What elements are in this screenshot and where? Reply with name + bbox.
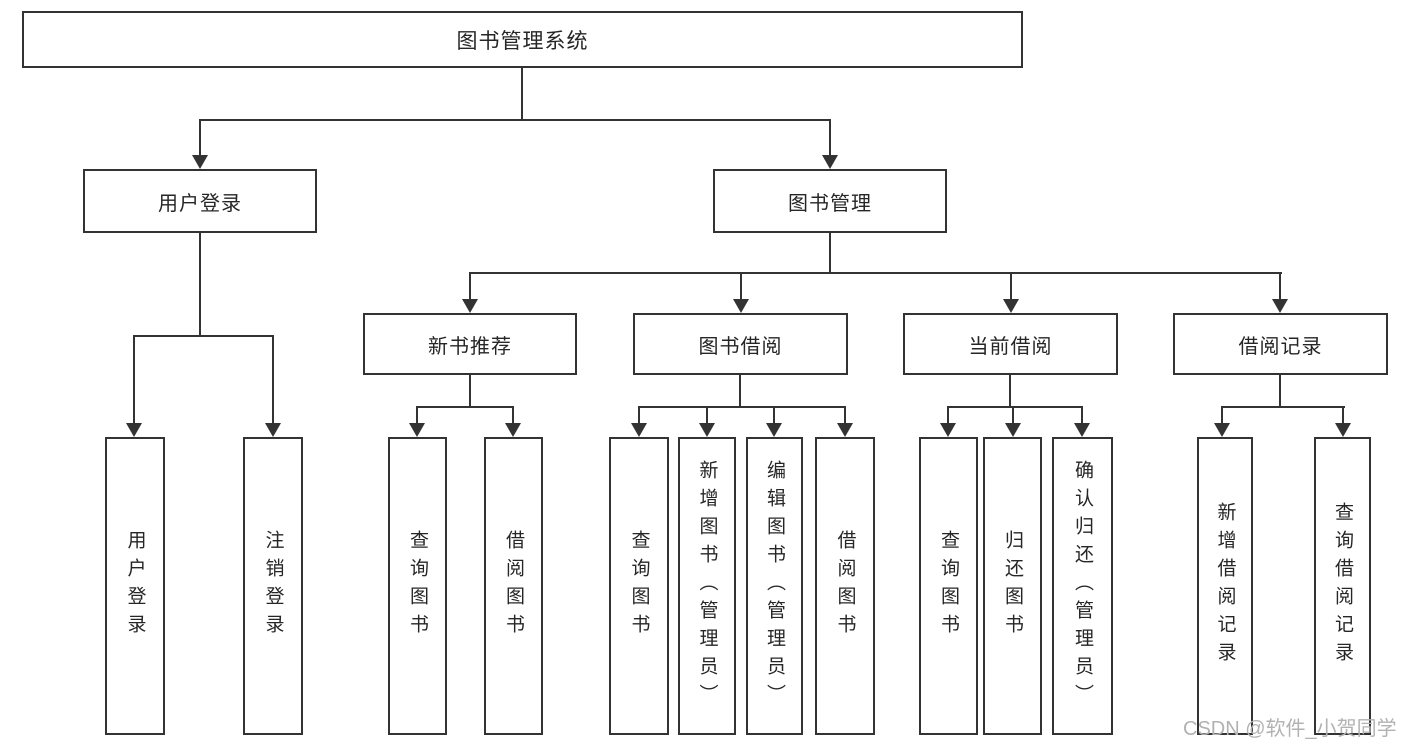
connector-line — [1342, 406, 1344, 424]
node-label: 新增图书（管理员） — [696, 460, 718, 712]
connector-line — [947, 406, 949, 424]
arrow-down-icon — [822, 155, 838, 169]
leaf-query-book-newrec: 查询图书 — [388, 437, 447, 735]
connector-line — [1221, 406, 1223, 424]
connector-line — [512, 406, 514, 424]
arrow-down-icon — [699, 423, 715, 437]
node-book-management: 图书管理 — [713, 169, 947, 233]
arrow-down-icon — [505, 423, 521, 437]
connector-line — [829, 119, 831, 157]
arrow-down-icon — [462, 299, 478, 313]
arrow-down-icon — [126, 423, 142, 437]
node-label: 借阅图书 — [503, 530, 524, 642]
connector-line — [469, 375, 471, 408]
node-label: 借阅图书 — [834, 530, 856, 642]
node-label: 查询借阅记录 — [1332, 502, 1353, 670]
leaf-add-book-admin: 新增图书（管理员） — [678, 437, 736, 735]
arrow-down-icon — [1335, 423, 1351, 437]
node-label: 查询图书 — [628, 530, 650, 642]
node-label: 用户登录 — [158, 192, 242, 215]
connector-line — [829, 233, 831, 274]
leaf-query-book-borrow: 查询图书 — [609, 437, 669, 735]
node-current-borrow: 当前借阅 — [903, 313, 1118, 375]
arrow-down-icon — [837, 423, 853, 437]
node-book-borrow: 图书借阅 — [633, 313, 848, 375]
connector-line — [1279, 375, 1281, 408]
connector-line — [521, 68, 523, 120]
node-borrow-records: 借阅记录 — [1173, 313, 1388, 375]
node-label: 新书推荐 — [428, 335, 512, 358]
arrow-down-icon — [940, 423, 956, 437]
leaf-borrow-book-newrec: 借阅图书 — [484, 437, 543, 735]
connector-line — [844, 406, 846, 424]
connector-line — [416, 406, 418, 424]
leaf-borrow-book: 借阅图书 — [815, 437, 875, 735]
connector-line — [272, 335, 274, 423]
connector-line — [1081, 406, 1083, 424]
connector-line — [133, 335, 274, 337]
node-label: 查询图书 — [938, 530, 959, 642]
arrow-down-icon — [1003, 299, 1019, 313]
connector-line — [133, 335, 135, 423]
connector-line — [1221, 406, 1345, 408]
arrow-down-icon — [733, 299, 749, 313]
connector-line — [638, 406, 846, 408]
node-label: 编辑图书（管理员） — [764, 460, 785, 712]
leaf-query-book-current: 查询图书 — [919, 437, 978, 735]
node-label: 当前借阅 — [968, 335, 1053, 358]
node-label: 归还图书 — [1002, 530, 1023, 642]
arrow-down-icon — [1074, 423, 1090, 437]
connector-line — [739, 375, 741, 408]
leaf-user-login: 用户登录 — [105, 437, 165, 735]
connector-line — [1012, 406, 1014, 424]
connector-line — [706, 406, 708, 424]
connector-line — [773, 406, 775, 424]
connector-line — [1279, 272, 1281, 300]
node-label: 确认归还（管理员） — [1072, 460, 1093, 712]
node-label: 新增借阅记录 — [1214, 502, 1236, 670]
leaf-confirm-return-admin: 确认归还（管理员） — [1052, 437, 1113, 735]
connector-line — [1010, 272, 1012, 300]
leaf-query-borrow-record: 查询借阅记录 — [1314, 437, 1371, 735]
connector-line — [469, 272, 471, 300]
connector-line — [469, 272, 1282, 274]
connector-line — [416, 406, 514, 408]
arrow-down-icon — [409, 423, 425, 437]
leaf-logout: 注销登录 — [243, 437, 303, 735]
connector-line — [199, 119, 831, 121]
leaf-return-book: 归还图书 — [983, 437, 1042, 735]
node-library-management-system: 图书管理系统 — [22, 11, 1023, 68]
arrow-down-icon — [1272, 299, 1288, 313]
node-label: 借阅记录 — [1238, 335, 1323, 358]
arrow-down-icon — [631, 423, 647, 437]
connector-line — [1009, 375, 1011, 408]
connector-line — [199, 233, 201, 337]
node-label: 查询图书 — [407, 530, 428, 642]
arrow-down-icon — [1005, 423, 1021, 437]
connector-line — [947, 406, 1083, 408]
node-label: 图书管理 — [788, 192, 872, 215]
node-label: 图书借阅 — [698, 335, 783, 358]
node-label: 图书管理系统 — [456, 29, 589, 53]
arrow-down-icon — [766, 423, 782, 437]
node-user-login: 用户登录 — [83, 169, 317, 233]
node-label: 注销登录 — [262, 530, 284, 642]
connector-line — [740, 272, 742, 300]
arrow-down-icon — [192, 155, 208, 169]
leaf-add-borrow-record: 新增借阅记录 — [1197, 437, 1253, 735]
arrow-down-icon — [265, 423, 281, 437]
node-label: 用户登录 — [124, 530, 146, 642]
node-new-book-recommend: 新书推荐 — [363, 313, 577, 375]
csdn-watermark: CSDN @软件_小贺同学 — [1183, 718, 1397, 740]
leaf-edit-book-admin: 编辑图书（管理员） — [746, 437, 803, 735]
connector-line — [638, 406, 640, 424]
connector-line — [199, 119, 201, 157]
arrow-down-icon — [1214, 423, 1230, 437]
